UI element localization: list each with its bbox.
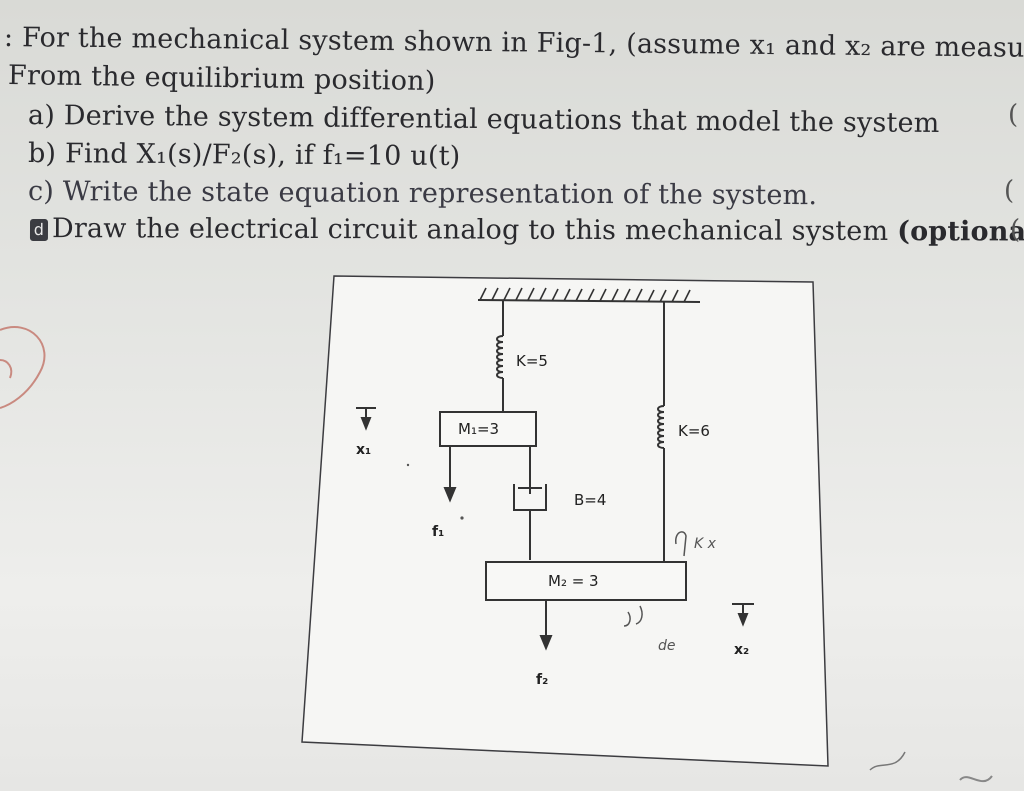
damper-label: B=4 (574, 491, 606, 509)
stray-dot (460, 516, 464, 520)
stray-dot-2 (406, 463, 410, 467)
x1-indicator (356, 407, 376, 431)
x2-indicator (732, 603, 754, 627)
edge-paren-2: ( (1004, 176, 1015, 206)
mass-m2 (485, 561, 687, 601)
mass-m1-label: M₁=3 (458, 420, 499, 438)
handwritten-note-bottom: de (658, 638, 676, 654)
spring-k1 (496, 300, 504, 412)
force-f2-arrow (539, 600, 553, 651)
mass-m1 (439, 411, 537, 447)
bottom-scribble-2 (959, 775, 993, 783)
bottom-scribble (869, 751, 906, 771)
ceiling (477, 287, 701, 303)
damper-b (513, 446, 547, 560)
mass-m2-label: M₂ = 3 (548, 572, 599, 590)
x1-label: x₁ (356, 442, 371, 458)
x2-label: x₂ (734, 642, 749, 658)
spring-k2-label: K=6 (678, 422, 710, 440)
margin-scribble (0, 326, 46, 409)
figure-panel (301, 275, 829, 767)
spring-k2 (657, 302, 665, 562)
spring-k1-label: K=5 (516, 352, 548, 370)
f1-label: f₁ (432, 524, 444, 540)
edge-paren-3: ( (1010, 215, 1021, 245)
handwritten-note-right: K x (694, 536, 717, 552)
figure-border (301, 275, 829, 767)
margin-scribble-2 (0, 359, 13, 379)
force-f1-arrow (443, 446, 457, 503)
f2-label: f₂ (536, 672, 548, 688)
edge-paren-1: ( (1008, 100, 1019, 130)
handwritten-arrow (623, 531, 687, 627)
